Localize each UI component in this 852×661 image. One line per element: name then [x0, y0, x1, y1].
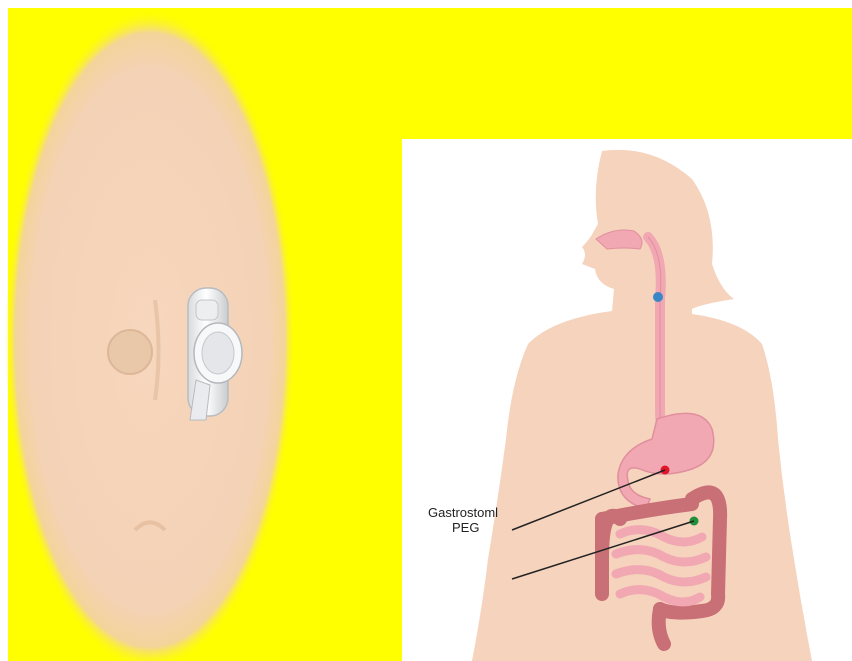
- peg-label: PEG: [452, 520, 479, 535]
- body-silhouette: [472, 150, 812, 661]
- gastrostomy-label: Gastrostoml: [428, 505, 498, 520]
- anatomy-diagram: [402, 139, 852, 661]
- anatomy-panel: Gastrostoml PEG: [402, 139, 852, 661]
- belly-skin: [5, 10, 295, 661]
- navel: [108, 330, 152, 374]
- marker-esophagus-blue: [653, 292, 663, 302]
